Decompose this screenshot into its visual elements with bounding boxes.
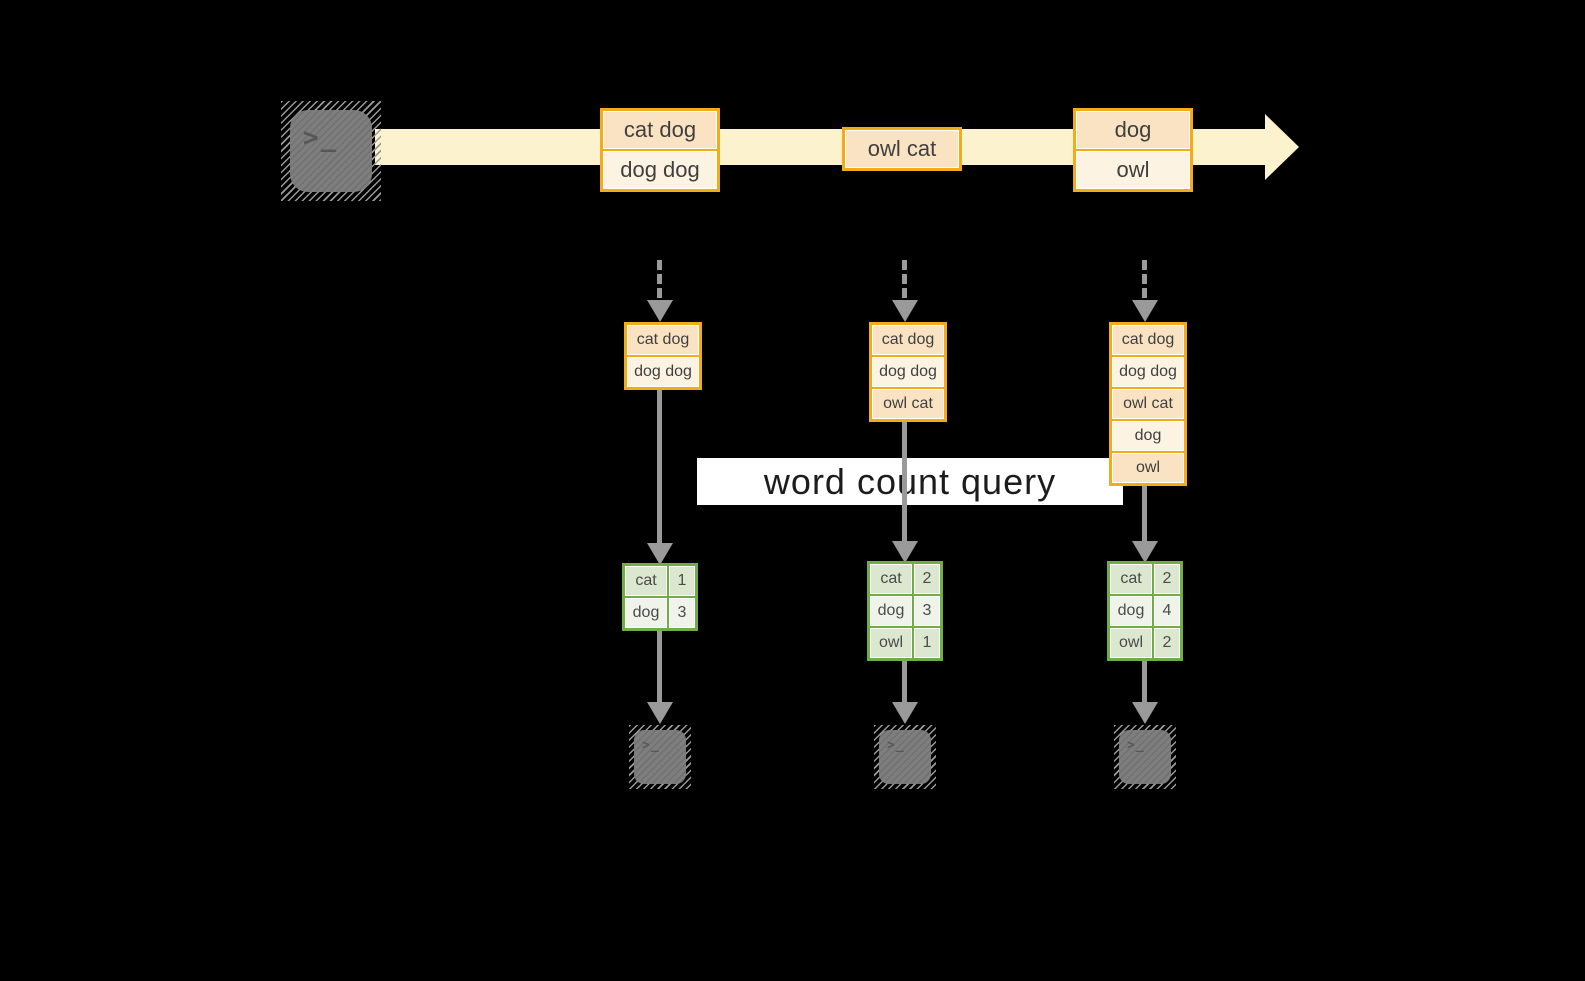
arrow-line (1142, 655, 1147, 704)
state-record: dog dog (1112, 357, 1184, 387)
stream-batch-1: cat dog dog dog (600, 108, 720, 192)
arrow-line (902, 655, 907, 704)
stream-arrowhead (1265, 114, 1299, 180)
stream-record: dog dog (603, 151, 717, 189)
stream-record: owl (1076, 151, 1190, 189)
terminal-screen: >_ (634, 730, 686, 784)
state-record: cat dog (872, 325, 944, 355)
state-record: dog dog (627, 357, 699, 387)
count-word: cat (625, 566, 667, 596)
count-value: 1 (914, 628, 940, 658)
arrow-line (657, 386, 662, 545)
terminal-screen: >_ (879, 730, 931, 784)
dashed-arrowhead (647, 300, 673, 322)
count-value: 2 (914, 564, 940, 594)
state-record: owl cat (1112, 389, 1184, 419)
terminal-screen: >_ (290, 110, 372, 192)
arrowhead (892, 541, 918, 563)
state-box-3: cat dog dog dog owl cat dog owl (1109, 322, 1187, 486)
arrow-line (902, 416, 907, 543)
dashed-arrow-line (902, 260, 907, 298)
stream-record: cat dog (603, 111, 717, 149)
terminal-prompt-glyph: >_ (1127, 738, 1145, 753)
count-table-2: cat 2 dog 3 owl 1 (867, 561, 943, 661)
count-word: cat (1110, 564, 1152, 594)
dashed-arrowhead (892, 300, 918, 322)
source-terminal-icon: >_ (281, 101, 381, 201)
state-record: dog (1112, 421, 1184, 451)
count-table-1: cat 1 dog 3 (622, 563, 698, 631)
dashed-arrowhead (1132, 300, 1158, 322)
count-word: owl (870, 628, 912, 658)
state-box-2: cat dog dog dog owl cat (869, 322, 947, 422)
stream-batch-2: owl cat (842, 127, 962, 171)
arrowhead (1132, 702, 1158, 724)
stream-batch-3: dog owl (1073, 108, 1193, 192)
terminal-screen: >_ (1119, 730, 1171, 784)
stream-record: owl cat (845, 130, 959, 168)
query-label-band: word count query (697, 458, 1123, 505)
stream-record: dog (1076, 111, 1190, 149)
state-record: cat dog (627, 325, 699, 355)
sink-terminal-icon: >_ (1114, 725, 1176, 789)
count-table-3: cat 2 dog 4 owl 2 (1107, 561, 1183, 661)
count-value: 2 (1154, 628, 1180, 658)
count-value: 3 (669, 598, 695, 628)
count-value: 3 (914, 596, 940, 626)
count-word: dog (625, 598, 667, 628)
arrowhead (1132, 541, 1158, 563)
query-label: word count query (763, 460, 1057, 502)
count-word: cat (870, 564, 912, 594)
arrow-line (657, 627, 662, 704)
sink-terminal-icon: >_ (874, 725, 936, 789)
sink-terminal-icon: >_ (629, 725, 691, 789)
dashed-arrow-line (1142, 260, 1147, 298)
count-word: dog (1110, 596, 1152, 626)
arrow-line (1142, 476, 1147, 543)
count-value: 4 (1154, 596, 1180, 626)
count-value: 1 (669, 566, 695, 596)
arrowhead (892, 702, 918, 724)
dashed-arrow-line (657, 260, 662, 298)
state-record: cat dog (1112, 325, 1184, 355)
count-value: 2 (1154, 564, 1180, 594)
count-word: dog (870, 596, 912, 626)
state-record: owl (1112, 453, 1184, 483)
count-word: owl (1110, 628, 1152, 658)
state-box-1: cat dog dog dog (624, 322, 702, 390)
terminal-prompt-glyph: >_ (887, 738, 905, 753)
state-record: dog dog (872, 357, 944, 387)
terminal-prompt-glyph: >_ (642, 738, 660, 753)
state-record: owl cat (872, 389, 944, 419)
terminal-prompt-glyph: >_ (303, 123, 339, 153)
arrowhead (647, 702, 673, 724)
arrowhead (647, 543, 673, 565)
